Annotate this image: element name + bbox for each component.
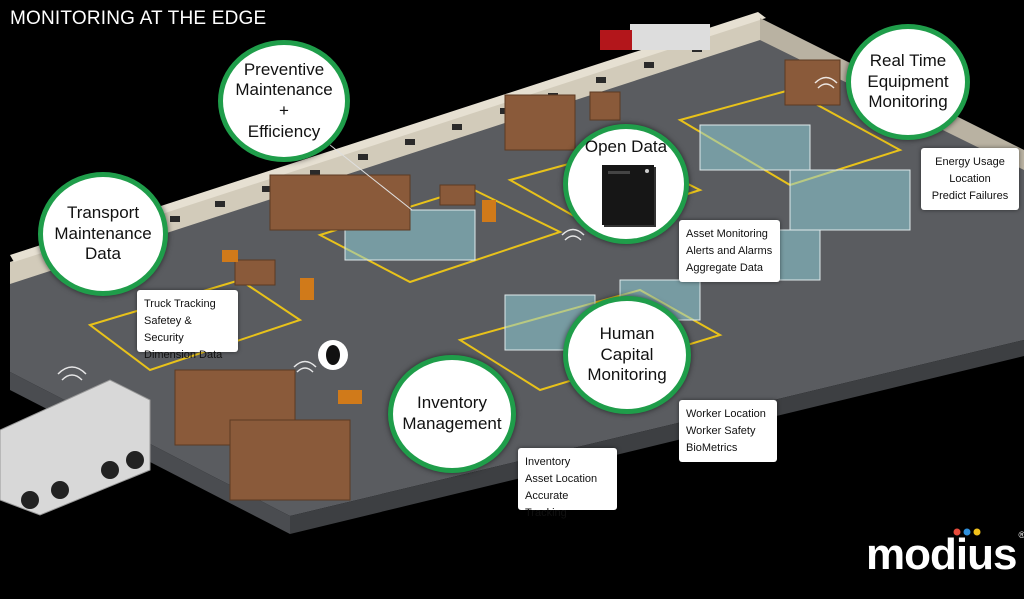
server-icon xyxy=(602,165,654,225)
callout-inventory: Inventory Asset Location Accurate Tracki… xyxy=(518,448,617,519)
back-wall xyxy=(10,18,760,284)
bubble-human-capital: Human Capital Monitoring xyxy=(563,296,691,414)
front-wall xyxy=(290,340,1024,534)
logo-dots-icon xyxy=(953,528,981,536)
bubble-open-data: Open Data xyxy=(563,124,689,244)
bubble-inventory-management: Inventory Management xyxy=(388,355,516,473)
logo-text: modius xyxy=(866,530,1017,579)
bubble-label: Transport Maintenance Data xyxy=(54,202,152,264)
page-title: MONITORING AT THE EDGE xyxy=(10,8,267,29)
bubble-label: Real Time Equipment Monitoring xyxy=(867,50,949,112)
wifi-signal-icon xyxy=(57,76,838,381)
bubble-label: Inventory Management xyxy=(402,393,502,433)
callout-asset: Asset Monitoring Alerts and Alarms Aggre… xyxy=(679,220,780,282)
back-wall-top xyxy=(10,12,766,262)
connector-line xyxy=(329,144,413,211)
bubble-transport-maintenance: Transport Maintenance Data xyxy=(38,172,168,296)
registered-mark: ® xyxy=(1018,530,1024,540)
robot-arms xyxy=(222,200,496,404)
callout-worker: Worker Location Worker Safety BioMetrics xyxy=(679,400,777,462)
box-stacks xyxy=(174,59,841,501)
bubble-label: Human Capital Monitoring xyxy=(587,323,667,385)
bubble-label: Open Data xyxy=(584,137,668,156)
bubble-preventive-maintenance: Preventive Maintenance + Efficiency xyxy=(218,40,350,162)
bubble-real-time-equipment: Real Time Equipment Monitoring xyxy=(846,24,970,140)
callout-truck: Truck Tracking Safetey & Security Dimens… xyxy=(137,290,238,361)
top-truck xyxy=(600,24,710,50)
left-trailer xyxy=(0,379,151,516)
callout-energy: Energy Usage Location Predict Failures xyxy=(921,148,1019,210)
sensor-puck-icon xyxy=(318,340,348,370)
bubble-label: Preventive Maintenance + Efficiency xyxy=(235,59,333,141)
modius-logo: modius® xyxy=(866,528,1024,580)
